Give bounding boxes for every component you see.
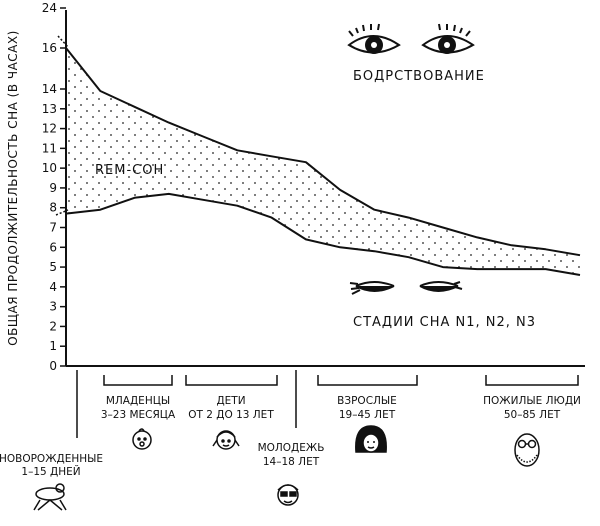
wake-label: БОДРСТВОВАНИЕ (353, 69, 485, 84)
y-tick-label: 0 (49, 359, 57, 373)
group-elderly-range: 50–85 ЛЕТ (504, 409, 561, 421)
bracket-elderly (485, 375, 579, 386)
nrem-label: СТАДИИ СНА N1, N2, N3 (353, 315, 536, 330)
group-elderly-name: ПОЖИЛЫЕ ЛЮДИ (483, 395, 581, 407)
group-infants-range: 3–23 МЕСЯЦА (101, 409, 176, 421)
rem-sleep-band (66, 48, 580, 275)
y-tick-label: 8 (49, 201, 57, 215)
y-tick-label: 9 (49, 181, 57, 195)
y-tick-label: 14 (42, 82, 57, 96)
y-tick-label: 4 (49, 280, 57, 294)
y-tick-label: 5 (49, 260, 57, 274)
y-tick-label: 13 (42, 102, 57, 116)
group-youth-range: 14–18 ЛЕТ (263, 456, 320, 468)
group-adults-name: ВЗРОСЛЫЕ (337, 395, 397, 407)
group-children-name: ДЕТИ (216, 395, 245, 407)
total-sleep-dash (57, 35, 69, 48)
child-icon (212, 430, 240, 450)
y-tick-label: 6 (49, 240, 57, 254)
bracket-children (185, 375, 278, 386)
y-tick-label: 24 (42, 1, 57, 15)
teen-icon (277, 484, 299, 506)
y-tick-label: 10 (42, 161, 57, 175)
y-tick-label: 16 (42, 41, 57, 55)
bracket-infants (103, 375, 173, 386)
group-youth-name: МОЛОДЕЖЬ (258, 442, 325, 454)
adult-icon (355, 425, 387, 453)
y-tick-label: 2 (49, 319, 57, 333)
y-axis-title: ОБЩАЯ ПРОДОЛЖИТЕЛЬНОСТЬ СНА (В ЧАСАХ) (6, 30, 20, 346)
newborn-icon (33, 483, 67, 511)
group-newborn-range: 1–15 ДНЕЙ (21, 465, 80, 478)
closed-eyes-icon (349, 281, 463, 295)
group-infants-name: МЛАДЕНЦЫ (106, 395, 170, 407)
rem-label: REM-СОН (95, 163, 164, 178)
y-tick-label: 3 (49, 300, 57, 314)
baby-icon (132, 428, 152, 450)
elderly-icon (514, 433, 540, 467)
bracket-adults (317, 375, 418, 386)
open-eyes-icon (347, 23, 475, 54)
y-tick-label: 1 (49, 339, 57, 353)
y-tick-label: 11 (42, 141, 57, 155)
y-tick-label: 7 (49, 221, 57, 235)
nrem-sleep-line (65, 192, 581, 276)
group-adults-range: 19–45 ЛЕТ (339, 409, 396, 421)
y-tick-label: 12 (42, 122, 57, 136)
total-sleep-line (65, 47, 581, 257)
group-newborn-name: НОВОРОЖДЕННЫЕ (0, 453, 103, 465)
group-children-range: ОТ 2 ДО 13 ЛЕТ (188, 409, 274, 421)
